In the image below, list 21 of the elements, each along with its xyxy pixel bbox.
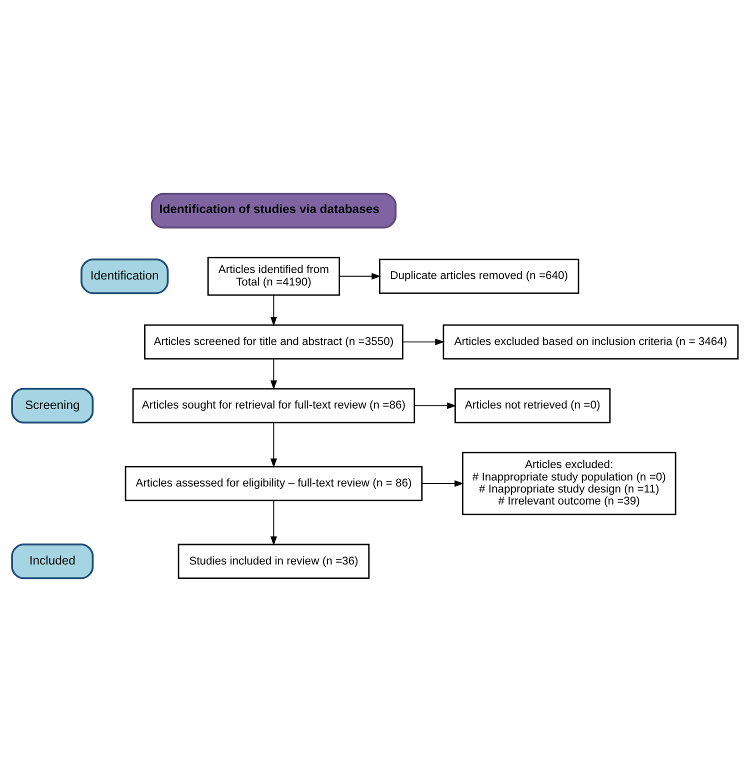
node-box: Articles identified from Total (n =4190) xyxy=(207,256,340,296)
node-box: Articles not retrieved (n =0) xyxy=(454,388,611,423)
node-box: Included xyxy=(11,543,94,579)
node-box: Studies included in review (n =36) xyxy=(178,543,370,578)
node-box: Articles excluded: # Inappropriate study population (n =0) # Inappropriate study design (n =11) # Irrelevant outcome (n =39) xyxy=(462,451,676,515)
arrow xyxy=(339,272,381,280)
node-box: Screening xyxy=(11,387,94,424)
arrow xyxy=(270,500,277,546)
arrow xyxy=(270,422,277,468)
node-box: Duplicate articles removed (n =640) xyxy=(378,258,580,294)
arrow xyxy=(270,294,277,326)
node-box: Articles screened for title and abstract (n =3550) xyxy=(144,324,404,359)
arrow xyxy=(270,358,277,390)
arrow xyxy=(402,338,445,345)
node-box: Articles assessed for eligibility – full-text review (n = 86) xyxy=(124,465,423,501)
node-box: Articles sought for retrieval for full-text review (n =86) xyxy=(132,388,416,423)
node-box: Identification xyxy=(80,258,169,294)
arrow xyxy=(414,402,457,408)
node-box: Articles excluded based on inclusion criteria (n = 3464) xyxy=(442,324,739,359)
arrow xyxy=(422,480,464,486)
node-box: Identification of studies via databases xyxy=(150,192,397,228)
